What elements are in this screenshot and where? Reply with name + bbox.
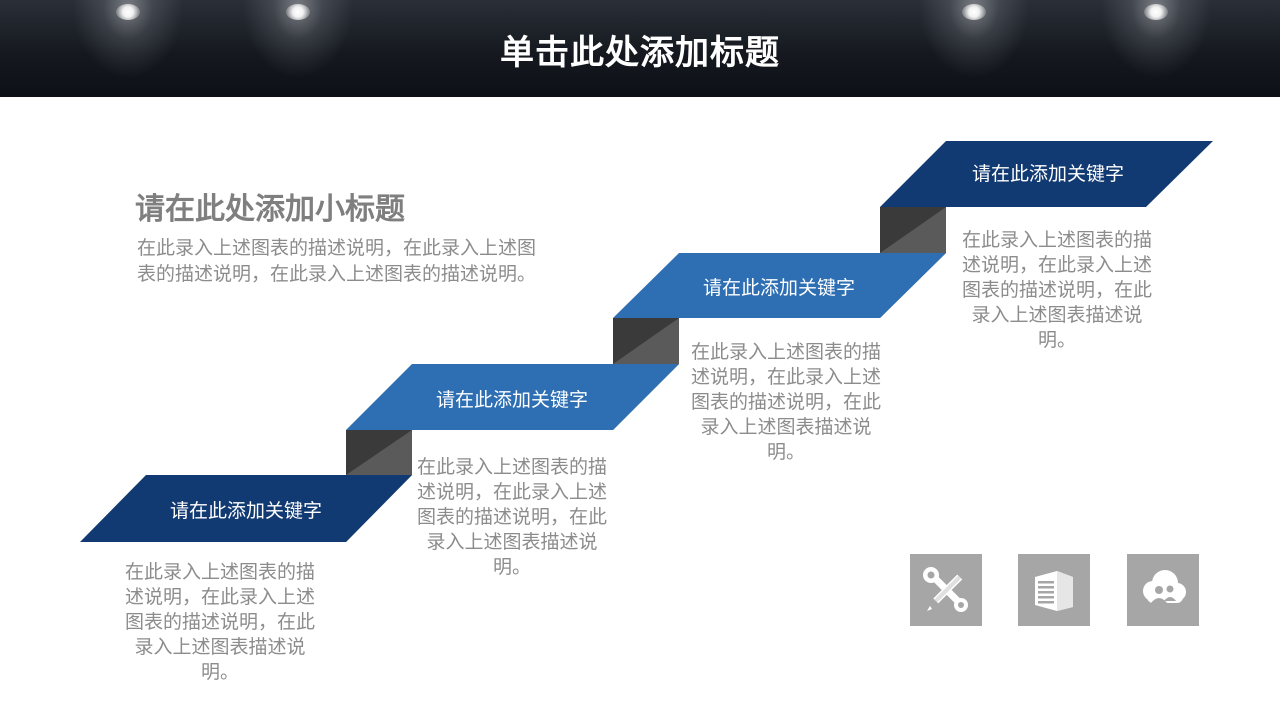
- step-1-tread[interactable]: [80, 475, 412, 542]
- step-2-description[interactable]: 在此录入上述图表的描述说明，在此录入上述图表的描述说明，在此录入上述图表描述说明…: [417, 456, 608, 578]
- step-1-description[interactable]: 在此录入上述图表的描述说明，在此录入上述图表的描述说明，在此录入上述图表描述说明…: [125, 561, 316, 683]
- cloud-users-icon-box: [1127, 554, 1199, 626]
- subtitle[interactable]: 请在此处添加小标题: [135, 192, 405, 227]
- cloud-users-icon: [1143, 570, 1186, 603]
- tools-icon: [923, 567, 968, 612]
- intro-text[interactable]: 在此录入上述图表的描述说明，在此录入上述图表的描述说明，在此录入上述图表的描述说…: [137, 237, 537, 285]
- step-3-tread[interactable]: [613, 253, 946, 318]
- step-1-label[interactable]: 请在此添加关键字: [169, 500, 322, 522]
- step-3-label[interactable]: 请在此添加关键字: [702, 277, 855, 299]
- step-2-label[interactable]: 请在此添加关键字: [435, 389, 588, 411]
- tools-icon-box: [910, 554, 982, 626]
- spotlight: [8, 0, 248, 97]
- step-4-tread[interactable]: [880, 141, 1213, 207]
- step-3-description[interactable]: 在此录入上述图表的描述说明，在此录入上述图表的描述说明，在此录入上述图表描述说明…: [691, 341, 882, 463]
- building-icon-box: [1018, 554, 1090, 626]
- step-2-tread[interactable]: [346, 364, 679, 430]
- spotlight: [854, 0, 1094, 97]
- header-banner: 单击此处添加标题: [0, 0, 1280, 97]
- building-icon: [1035, 571, 1073, 611]
- spotlight: [178, 0, 418, 97]
- page-title[interactable]: 单击此处添加标题: [500, 33, 780, 73]
- step-4-label[interactable]: 请在此添加关键字: [971, 163, 1124, 185]
- step-4-description[interactable]: 在此录入上述图表的描述说明，在此录入上述图表的描述说明，在此录入上述图表描述说明…: [962, 229, 1153, 351]
- spotlight: [1036, 0, 1276, 97]
